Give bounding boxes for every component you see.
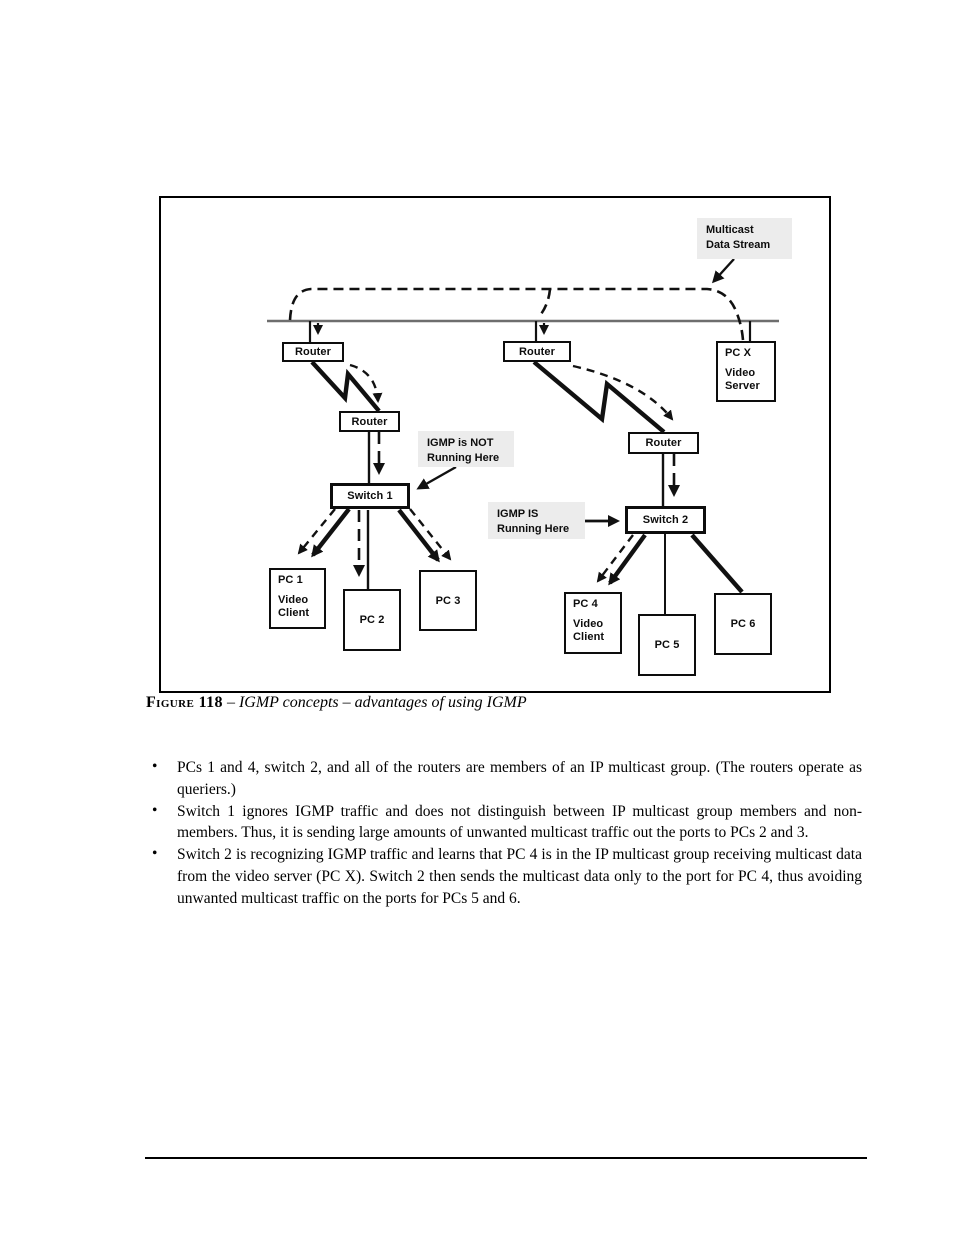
- router-zigzag-links: [310, 360, 666, 434]
- node-subtitle: Client: [573, 631, 605, 643]
- node-router-top-left: Router: [282, 342, 344, 362]
- bullet-text: Switch 2 is recognizing IGMP traffic and…: [177, 846, 862, 907]
- callout-line: IGMP IS: [497, 508, 539, 520]
- node-pc3: PC 3: [419, 570, 477, 631]
- figure-frame: Multicast Data Stream IGMP is NOT Runnin…: [159, 196, 831, 693]
- multicast-stream-path: [288, 287, 745, 341]
- node-title: PC 4: [573, 598, 598, 610]
- node-title: PC 1: [278, 574, 303, 586]
- figure-caption-text: IGMP concepts – advantages of using IGMP: [238, 694, 527, 711]
- node-subtitle: Client: [278, 607, 310, 619]
- figure-caption-label: Figure 118: [146, 694, 223, 711]
- node-router-mid-left: Router: [339, 411, 400, 432]
- callout-multicast-data-stream: Multicast Data Stream: [697, 218, 792, 259]
- node-pc1-video-client: PC 1 Video Client: [269, 568, 326, 629]
- callout-line: Data Stream: [706, 239, 771, 251]
- callout-igmp-not-running: IGMP is NOT Running Here: [418, 431, 514, 467]
- bullet-item: • Switch 1 ignores IGMP traffic and does…: [152, 801, 862, 845]
- node-pc2: PC 2: [343, 589, 401, 651]
- callout-line: Multicast: [706, 224, 754, 236]
- node-subtitle: Video: [573, 618, 604, 630]
- callout-line: IGMP is NOT: [427, 437, 494, 449]
- switch1-links: [297, 507, 452, 589]
- footer-rule: [145, 1157, 867, 1159]
- callout-igmp-is-running: IGMP IS Running Here: [488, 502, 585, 539]
- node-router-top-center: Router: [503, 341, 571, 362]
- bullet-item: • Switch 2 is recognizing IGMP traffic a…: [152, 844, 862, 909]
- node-router-mid-right: Router: [628, 432, 699, 454]
- figure-caption: Figure 118 – IGMP concepts – advantages …: [146, 694, 527, 712]
- bullet-marker: •: [152, 758, 158, 775]
- router-dashed-curves: [349, 363, 674, 421]
- bullet-list: • PCs 1 and 4, switch 2, and all of the …: [152, 757, 862, 910]
- node-subtitle: Video: [725, 367, 756, 379]
- node-pc5: PC 5: [638, 614, 696, 676]
- node-subtitle: Server: [725, 380, 760, 392]
- router-switch-links: [367, 432, 680, 506]
- bullet-item: • PCs 1 and 4, switch 2, and all of the …: [152, 757, 862, 801]
- node-title: PC X: [725, 347, 752, 359]
- bullet-text: Switch 1 ignores IGMP traffic and does n…: [177, 802, 862, 842]
- callout-line: Running Here: [497, 523, 570, 535]
- diagram-connections: [267, 258, 779, 614]
- node-switch2: Switch 2: [625, 506, 706, 534]
- node-subtitle: Video: [278, 594, 309, 606]
- bullet-marker: •: [152, 845, 158, 863]
- bullet-marker: •: [152, 801, 158, 819]
- node-switch1: Switch 1: [330, 483, 410, 509]
- callout-line: Running Here: [427, 452, 500, 464]
- switch2-links: [596, 533, 744, 614]
- figure-caption-separator: –: [222, 694, 239, 711]
- callout-arrows: [416, 258, 735, 527]
- bullet-text: PCs 1 and 4, switch 2, and all of the ro…: [177, 759, 862, 798]
- node-pc6: PC 6: [714, 593, 772, 655]
- backbone-drops: [308, 321, 752, 342]
- node-pc4-video-client: PC 4 Video Client: [564, 592, 622, 654]
- node-pcx-video-server: PC X Video Server: [716, 341, 776, 402]
